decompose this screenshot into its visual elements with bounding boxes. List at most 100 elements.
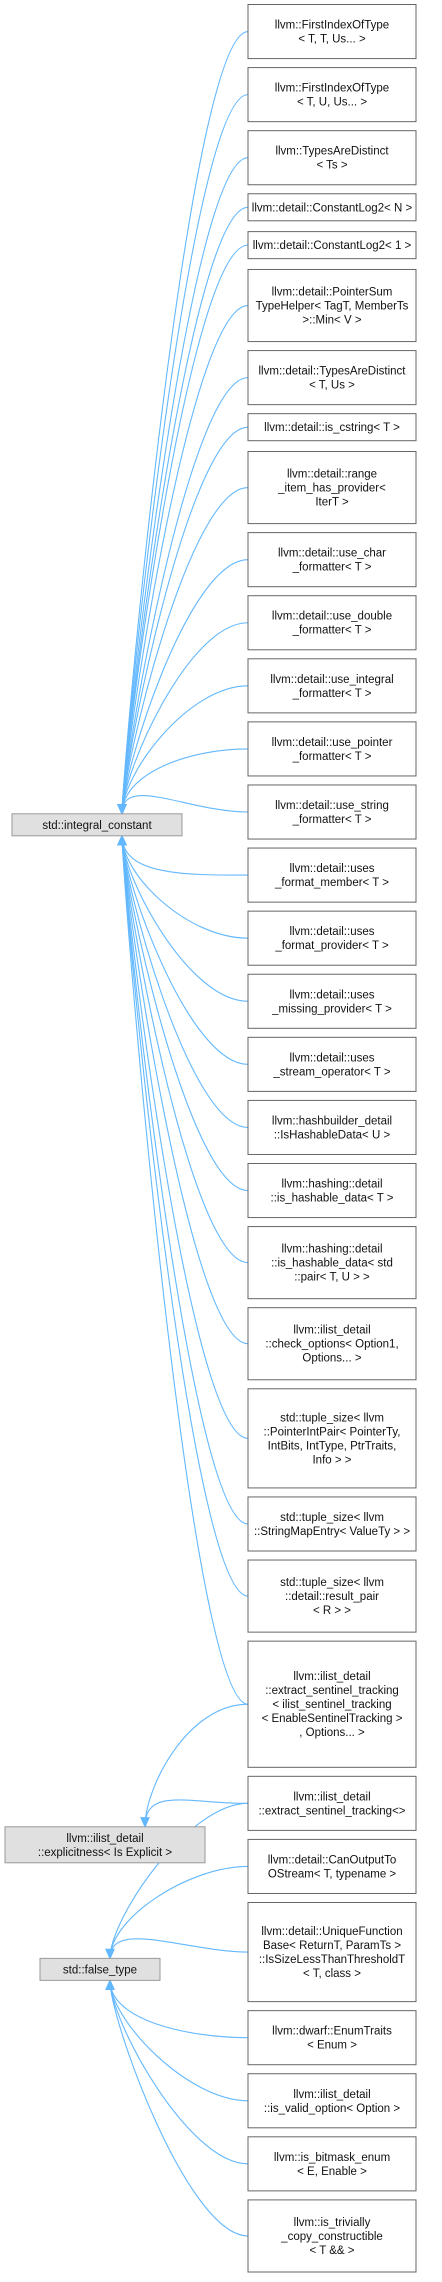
node-label-line: _formatter< T > [292, 814, 372, 826]
node-label-line: llvm::detail::use_integral [270, 674, 393, 686]
inheritance-edge [121, 487, 249, 814]
node-box [247, 193, 417, 222]
node-label-line: ::explicitness< Is Explicit > [38, 1847, 173, 1859]
derived-class-node[interactable]: llvm::detail::use_double_formatter< T > [247, 595, 417, 651]
node-box [4, 1826, 206, 1864]
derived-class-node[interactable]: llvm::FirstIndexOfType< T, U, Us... > [247, 67, 417, 123]
node-box [247, 1307, 417, 1381]
node-box [247, 67, 417, 123]
node-label-line: TypeHelper< TagT, MemberTs [256, 301, 409, 313]
inheritance-edges [105, 30, 249, 2237]
inheritance-edge [109, 1802, 249, 1959]
node-label-line: llvm::detail::use_string [275, 800, 389, 812]
derived-class-node[interactable]: llvm::hashing::detail::is_hashable_data<… [247, 1162, 417, 1219]
node-label-line: llvm::TypesAreDistinct [275, 146, 389, 158]
derived-class-node[interactable]: llvm::detail::uses_stream_operator< T > [247, 1036, 417, 1092]
node-label-line: < T, U, Us... > [297, 97, 367, 109]
derived-class-node[interactable]: llvm::detail::TypesAreDistinct< T, Us > [247, 350, 417, 406]
class-nodes: std::integral_constantllvm::ilist_detail… [4, 4, 417, 2273]
node-label-line: < ilist_sentinel_tracking [272, 1699, 391, 1711]
derived-class-node[interactable]: llvm::dwarf::EnumTraits< Enum > [247, 2010, 417, 2066]
inheritance-edge [121, 622, 249, 814]
node-label-line: >::Min< V > [302, 315, 361, 327]
inheritance-edge [121, 685, 249, 814]
node-label-line: < T, T, Us... > [298, 34, 366, 46]
node-label-line: ::IsSizeLessThanThresholdT [259, 1954, 405, 1966]
node-label-line: < T, Us > [309, 380, 355, 392]
derived-class-node[interactable]: llvm::TypesAreDistinct< Ts > [247, 130, 417, 186]
base-class-node[interactable]: std::false_type [39, 1957, 161, 1981]
inheritance-edge [121, 157, 249, 814]
node-label-line: < Ts > [316, 160, 347, 172]
node-label-line: IntBits, IntType, PtrTraits, [268, 1440, 397, 1452]
derived-class-node[interactable]: llvm::is_trivially_copy_constructible< T… [247, 2199, 417, 2273]
derived-class-node[interactable]: llvm::ilist_detail::check_options< Optio… [247, 1307, 417, 1381]
derived-class-node[interactable]: llvm::ilist_detail::extract_sentinel_tra… [247, 1775, 417, 1831]
node-box [247, 1226, 417, 1300]
node-label-line: < Enum > [307, 2040, 357, 2052]
node-label-line: std::false_type [63, 1964, 137, 1976]
derived-class-node[interactable]: llvm::hashing::detail::is_hashable_data<… [247, 1226, 417, 1300]
node-box [247, 910, 417, 966]
inheritance-edge [121, 835, 249, 1128]
inheritance-edge [109, 1865, 249, 1959]
node-label-line: _format_member< T > [274, 877, 389, 889]
inheritance-edge [121, 94, 249, 814]
node-label-line: llvm::detail::ConstantLog2< N > [252, 202, 413, 214]
node-label-line: OStream< T, typename > [268, 1868, 397, 1880]
node-label-line: < E, Enable > [297, 2166, 367, 2178]
derived-class-node[interactable]: llvm::is_bitmask_enum< E, Enable > [247, 2136, 417, 2192]
derived-class-node[interactable]: llvm::detail::use_integral_formatter< T … [247, 658, 417, 714]
node-box [247, 658, 417, 714]
node-label-line: llvm::hashing::detail [282, 1244, 383, 1256]
node-label-line: llvm::FirstIndexOfType [275, 83, 389, 95]
node-label-line: llvm::detail::TypesAreDistinct [259, 366, 407, 378]
inheritance-edge [109, 1980, 249, 2165]
derived-class-node[interactable]: std::tuple_size< llvm::PointerIntPair< P… [247, 1388, 417, 1489]
derived-class-node[interactable]: llvm::ilist_detail::extract_sentinel_tra… [247, 1640, 417, 1768]
derived-class-node[interactable]: llvm::detail::uses_format_provider< T > [247, 910, 417, 966]
node-label-line: ::IsHashableData< U > [274, 1129, 391, 1141]
inheritance-edge [121, 426, 249, 814]
node-box [247, 721, 417, 777]
derived-class-node[interactable]: llvm::detail::is_cstring< T > [247, 413, 417, 442]
node-box [247, 1559, 417, 1633]
node-box [247, 1901, 417, 2003]
derived-class-node[interactable]: std::tuple_size< llvm::StringMapEntry< V… [247, 1496, 417, 1552]
node-label-line: llvm::ilist_detail [293, 2089, 370, 2101]
derived-class-node[interactable]: llvm::detail::ConstantLog2< 1 > [247, 231, 417, 260]
derived-class-node[interactable]: llvm::detail::use_pointer_formatter< T > [247, 721, 417, 777]
node-label-line: IterT > [315, 497, 349, 509]
node-box [247, 1775, 417, 1831]
derived-class-node[interactable]: llvm::detail::uses_format_member< T > [247, 847, 417, 903]
derived-class-node[interactable]: llvm::detail::ConstantLog2< N > [247, 193, 417, 222]
node-label-line: < T, class > [303, 1968, 361, 1980]
base-class-node[interactable]: std::integral_constant [11, 813, 183, 837]
node-box [247, 1640, 417, 1768]
inheritance-edge [121, 835, 249, 1439]
derived-class-node[interactable]: llvm::detail::use_char_formatter< T > [247, 532, 417, 588]
node-box [247, 1388, 417, 1489]
derived-class-node[interactable]: std::tuple_size< llvm::detail::result_pa… [247, 1559, 417, 1633]
node-box [247, 268, 417, 343]
node-label-line: _missing_provider< T > [271, 1003, 392, 1015]
derived-class-node[interactable]: llvm::FirstIndexOfType< T, T, Us... > [247, 4, 417, 60]
node-label-line: llvm::detail::use_pointer [272, 737, 393, 749]
derived-class-node[interactable]: llvm::detail::uses_missing_provider< T > [247, 973, 417, 1029]
node-box [247, 413, 417, 442]
base-class-node[interactable]: llvm::ilist_detail::explicitness< Is Exp… [4, 1826, 206, 1864]
derived-class-node[interactable]: llvm::detail::use_string_formatter< T > [247, 784, 417, 840]
node-label-line: llvm::ilist_detail [293, 1671, 370, 1683]
derived-class-node[interactable]: llvm::ilist_detail::is_valid_option< Opt… [247, 2073, 417, 2129]
derived-class-node[interactable]: llvm::hashbuilder_detail::IsHashableData… [247, 1099, 417, 1155]
node-label-line: _formatter< T > [292, 562, 372, 574]
derived-class-node[interactable]: llvm::detail::range_item_has_provider<It… [247, 451, 417, 525]
inheritance-edge [144, 1703, 249, 1827]
node-label-line: _copy_constructible [280, 2231, 383, 2243]
node-box [247, 1496, 417, 1552]
node-label-line: llvm::hashing::detail [282, 1179, 383, 1191]
